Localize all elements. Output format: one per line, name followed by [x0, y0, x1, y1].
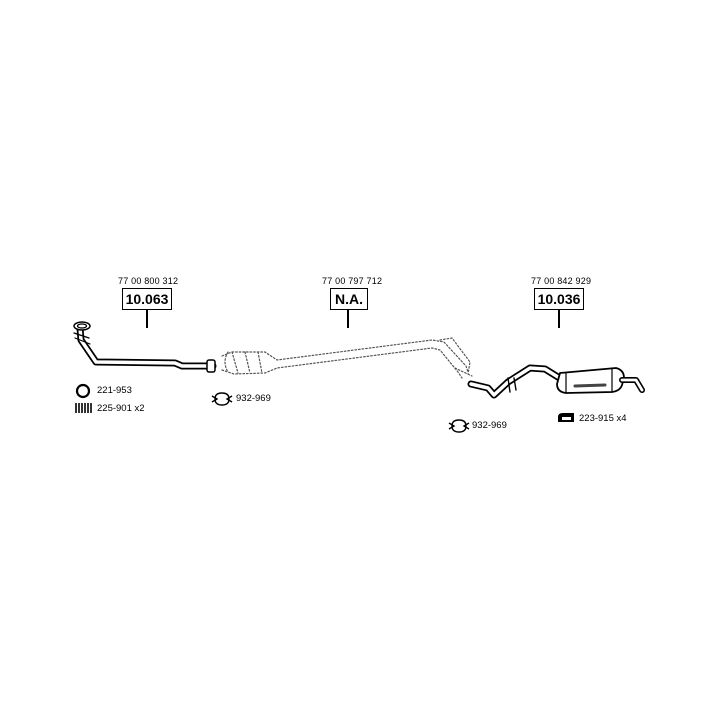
middle-pipe-not-available — [221, 337, 473, 379]
rubber-mount-icon — [558, 413, 574, 422]
front-pipe — [73, 321, 217, 373]
clamp-icon — [448, 419, 470, 433]
part-number-box: N.A. — [330, 288, 368, 310]
oe-number: 77 00 842 929 — [531, 276, 592, 286]
part-number-box: 10.063 — [122, 288, 172, 310]
accessory-label: 932-969 — [236, 393, 271, 404]
part-number-box: 10.036 — [534, 288, 584, 310]
accessory-label: 223-915 x4 — [579, 413, 627, 424]
rear-silencer — [467, 364, 645, 399]
gasket-ring-icon — [75, 383, 91, 399]
leader-line — [146, 310, 148, 328]
clamp-icon — [211, 392, 233, 406]
oe-number: 77 00 797 712 — [322, 276, 383, 286]
accessory-label: 932-969 — [472, 420, 507, 431]
accessory-label: 225-901 x2 — [97, 403, 145, 414]
spring-icon — [75, 403, 92, 413]
leader-line — [558, 310, 560, 328]
leader-line — [347, 310, 349, 328]
accessory-label: 221-953 — [97, 385, 132, 396]
oe-number: 77 00 800 312 — [118, 276, 179, 286]
